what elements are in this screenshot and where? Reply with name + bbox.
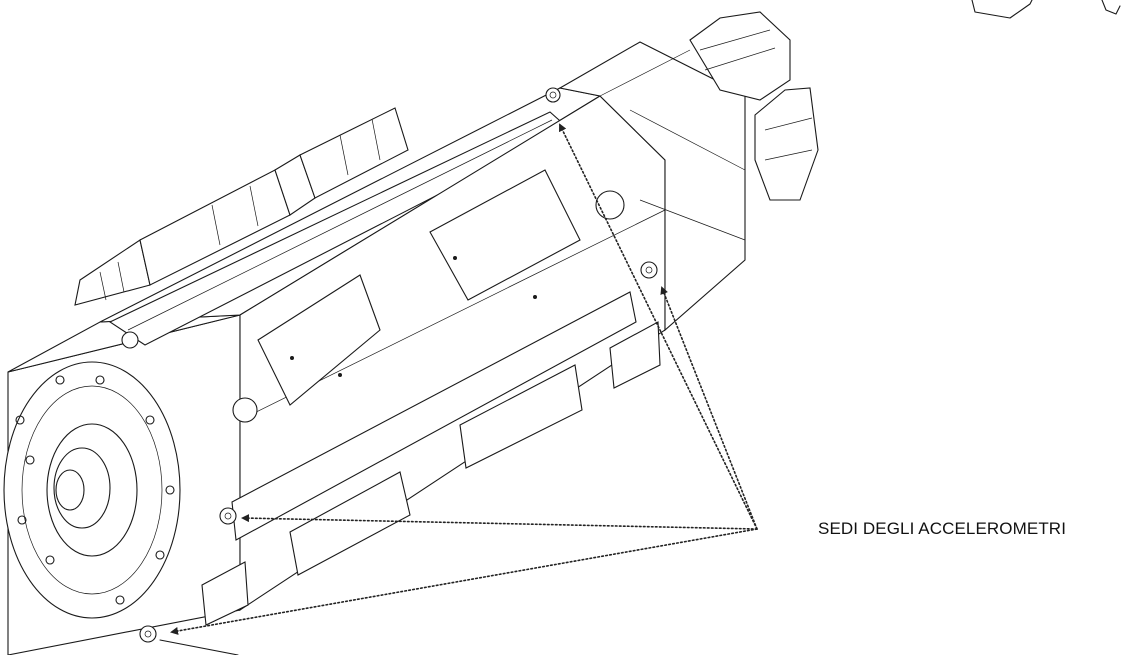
side-face [201,95,666,626]
front-flange [3,361,181,619]
rear-housing [74,107,409,306]
corner-fragment [971,0,1121,19]
fittings [121,87,658,656]
top-face [99,87,602,346]
rear-section [558,11,819,332]
callout-leaders [170,123,758,635]
accelerometer-seats-label: SEDI DEGLI ACCELEROMETRI [818,519,1067,538]
